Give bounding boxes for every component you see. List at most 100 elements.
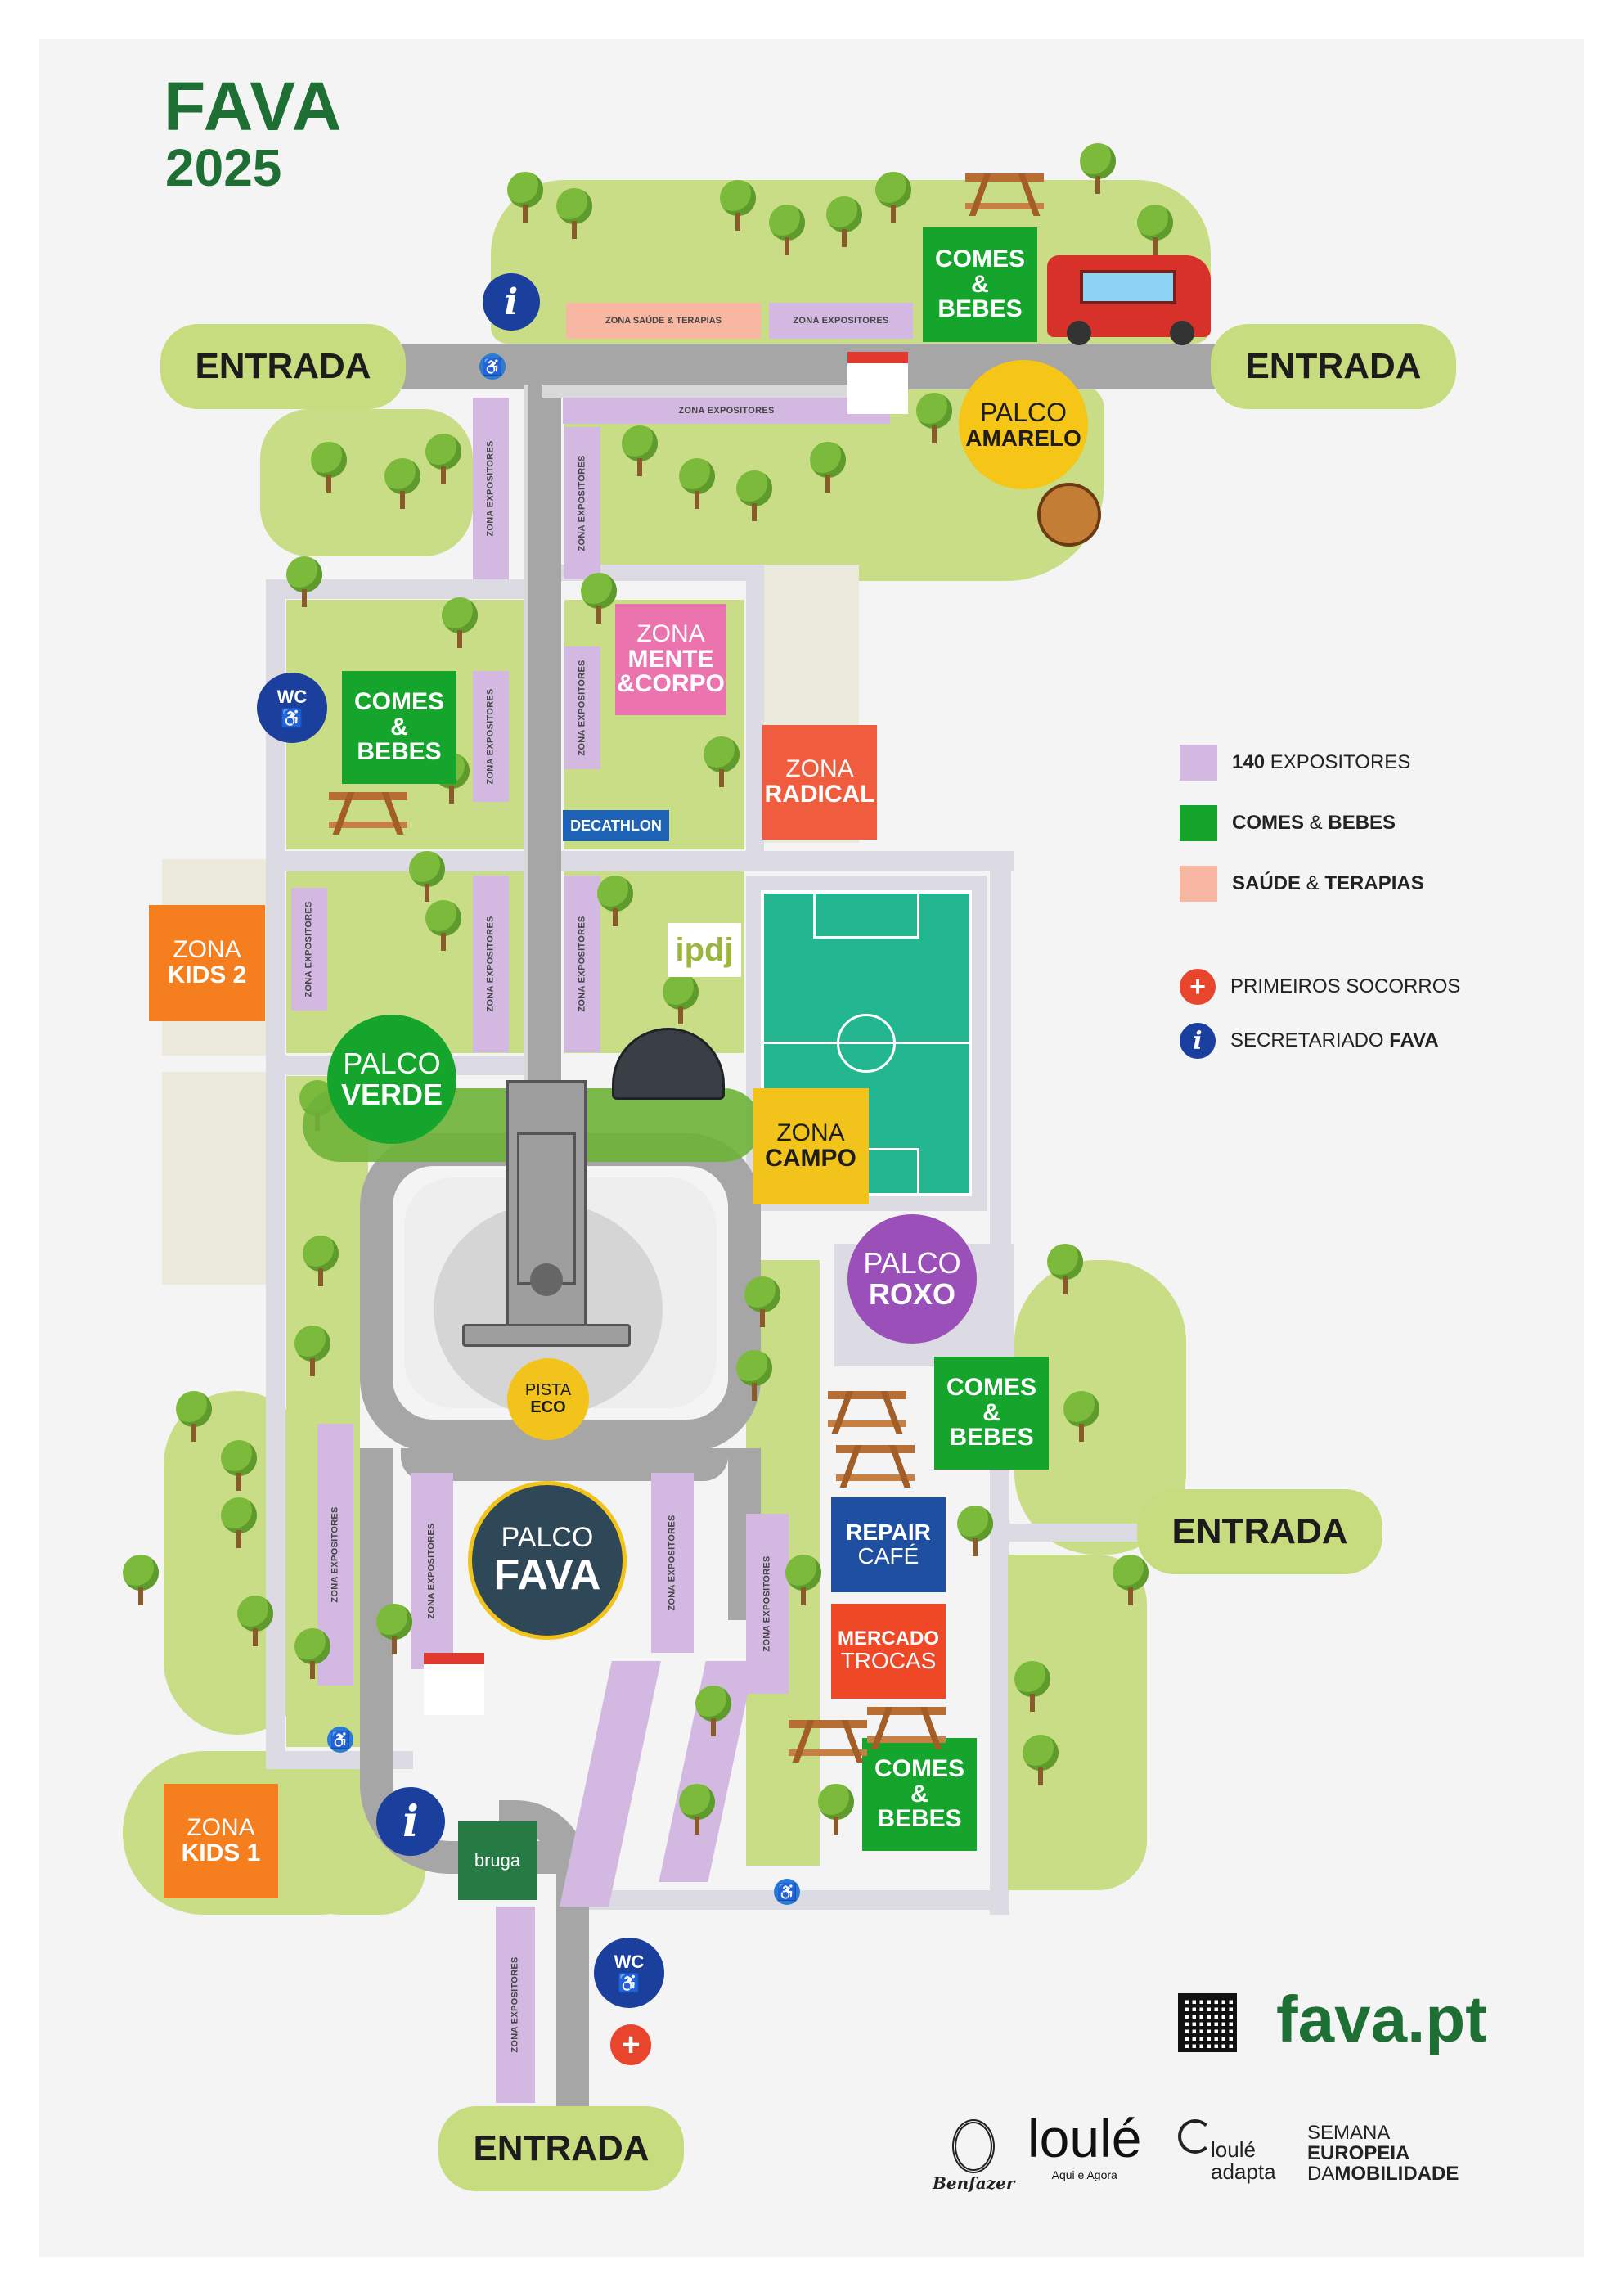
- amarelo-l2: AMARELO: [965, 425, 1081, 452]
- expo-v6: ZONA EXPOSITORES: [473, 876, 509, 1052]
- repair-l1: REPAIR: [846, 1519, 931, 1546]
- tree-icon: [311, 442, 347, 493]
- wc-west[interactable]: WC ♿: [257, 673, 327, 743]
- mercado-trocas[interactable]: MERCADO TROCAS: [831, 1604, 946, 1699]
- tree-icon: [818, 1784, 854, 1835]
- expo-label: ZONA EXPOSITORES: [578, 660, 588, 756]
- truck-window: [1080, 270, 1176, 304]
- expo-label: ZONA EXPOSITORES: [486, 688, 497, 785]
- comes-bebes-west[interactable]: COMES & BEBES: [342, 671, 456, 784]
- tree-icon: [622, 425, 658, 476]
- bruga-label: bruga: [474, 1850, 521, 1871]
- tree-icon: [221, 1497, 257, 1548]
- wc-people-icon: ♿: [618, 1973, 641, 1993]
- palco-amarelo[interactable]: PALCO AMARELO: [959, 360, 1088, 489]
- monument-icon: [506, 1080, 587, 1342]
- semana-l3a: DA: [1307, 2163, 1335, 2186]
- legend-info-icon: i: [1180, 1023, 1216, 1059]
- logo-name: FAVA: [164, 68, 344, 145]
- wc-label: WC: [276, 687, 308, 707]
- legend-swatch-saude: [1180, 866, 1217, 902]
- semana-l3b: MOBILIDADE: [1334, 2163, 1459, 2186]
- lawn-8: [1008, 1555, 1147, 1890]
- legend-saude-bold: SAÚDE: [1232, 872, 1302, 894]
- info-north[interactable]: i: [483, 273, 540, 331]
- entrada-label: ENTRADA: [195, 346, 371, 386]
- comes-bebes-south[interactable]: COMES & BEBES: [862, 1738, 977, 1851]
- palco-roxo[interactable]: PALCO ROXO: [847, 1214, 977, 1344]
- loule-sub: Aqui e Agora: [1051, 2168, 1117, 2181]
- sponsor-benfazer: Benfazer: [933, 2119, 1014, 2193]
- palco-fava[interactable]: PALCO FAVA: [468, 1481, 627, 1640]
- decathlon-logo: DECATHLON: [563, 810, 669, 841]
- legend-swatch-comes: [1180, 805, 1217, 841]
- monument-medallion: [530, 1263, 563, 1296]
- entrada-e[interactable]: ENTRADA: [1137, 1489, 1382, 1574]
- fava-l2: FAVA: [493, 1551, 601, 1599]
- tree-icon: [916, 393, 952, 443]
- tree-icon: [237, 1596, 273, 1646]
- expo-label: ZONA EXPOSITORES: [510, 1956, 521, 2053]
- semana-l2: EUROPEIA: [1307, 2142, 1410, 2165]
- wc-south[interactable]: WC ♿: [594, 1938, 664, 2008]
- tree-icon: [1047, 1244, 1083, 1294]
- tree-icon: [785, 1555, 821, 1605]
- cb-amp: &: [390, 713, 408, 741]
- cb-l2: BEBES: [357, 738, 442, 766]
- expo-v3: ZONA EXPOSITORES: [473, 671, 509, 802]
- benfazer-fingerprint-icon: [952, 2119, 996, 2173]
- repair-cafe[interactable]: REPAIR CAFÉ: [831, 1497, 946, 1592]
- tree-icon: [1023, 1735, 1059, 1785]
- mercado-l2: TROCAS: [840, 1647, 937, 1673]
- zona-campo[interactable]: ZONA CAMPO: [753, 1088, 869, 1204]
- kids2-l1: ZONA: [173, 936, 241, 964]
- cb-l1: COMES: [946, 1374, 1036, 1402]
- legend-saude: SAÚDE & TERAPIAS: [1180, 866, 1424, 902]
- comes-bebes-east[interactable]: COMES & BEBES: [934, 1357, 1049, 1470]
- amarelo-l1: PALCO: [979, 397, 1068, 427]
- info-south[interactable]: i: [376, 1787, 445, 1856]
- tree-icon: [581, 573, 617, 624]
- palco-verde[interactable]: PALCO VERDE: [327, 1015, 456, 1144]
- tree-icon: [736, 470, 772, 521]
- path-mid-row2: [556, 851, 1014, 871]
- expo-label: ZONA EXPOSITORES: [330, 1506, 341, 1603]
- sponsor-loule: loulé Aqui e Agora: [1027, 2111, 1141, 2181]
- pista-eco[interactable]: PISTA ECO: [507, 1358, 589, 1440]
- sponsor-semana-mobilidade: SEMANA EUROPEIA DAMOBILIDADE: [1307, 2123, 1459, 2185]
- first-aid[interactable]: +: [610, 2024, 651, 2065]
- mente-l1: ZONA: [636, 620, 705, 648]
- legend-comes-bold: COMES: [1232, 812, 1305, 834]
- mente-l2: MENTE: [627, 645, 714, 673]
- fava-logo: FAVA 2025: [164, 72, 344, 196]
- zona-kids-2[interactable]: ZONA KIDS 2: [149, 905, 265, 1021]
- zona-radical[interactable]: ZONA RADICAL: [762, 725, 877, 840]
- first-aid-icon: +: [621, 2026, 641, 2063]
- entrada-nw[interactable]: ENTRADA: [160, 324, 406, 409]
- site-url[interactable]: fava.pt: [1276, 1983, 1487, 2055]
- legend-secretariado-bold: FAVA: [1389, 1029, 1439, 1051]
- tree-icon: [286, 556, 322, 607]
- tree-icon: [769, 205, 805, 255]
- ipdj-label: ipdj: [675, 931, 734, 968]
- adapta-l2: adapta: [1211, 2159, 1276, 2184]
- zona-mente-corpo[interactable]: ZONA MENTE &CORPO: [615, 604, 726, 715]
- comes-bebes-north[interactable]: COMES & BEBES: [923, 227, 1037, 342]
- path-row2: [266, 851, 536, 871]
- wc-label: WC: [614, 1952, 645, 1972]
- entrada-s[interactable]: ENTRADA: [438, 2106, 684, 2191]
- sponsor-loule-adapta: loulé adapta: [1178, 2119, 1276, 2184]
- entrada-ne[interactable]: ENTRADA: [1211, 324, 1456, 409]
- pista-l2: ECO: [530, 1398, 566, 1416]
- verde-l2: VERDE: [340, 1078, 443, 1111]
- expo-label: ZONA EXPOSITORES: [578, 916, 588, 1012]
- zona-kids-1[interactable]: ZONA KIDS 1: [164, 1784, 278, 1898]
- kids2-l2: KIDS 2: [167, 961, 247, 988]
- tree-icon: [1137, 205, 1173, 255]
- truck-wheel: [1170, 321, 1194, 345]
- legend-saude-text: &: [1301, 872, 1325, 894]
- expo-label: ZONA EXPOSITORES: [427, 1523, 438, 1619]
- expo-label: ZONA EXPOSITORES: [486, 916, 497, 1012]
- entrada-label: ENTRADA: [1171, 1511, 1348, 1551]
- field-center-circle: [837, 1014, 896, 1073]
